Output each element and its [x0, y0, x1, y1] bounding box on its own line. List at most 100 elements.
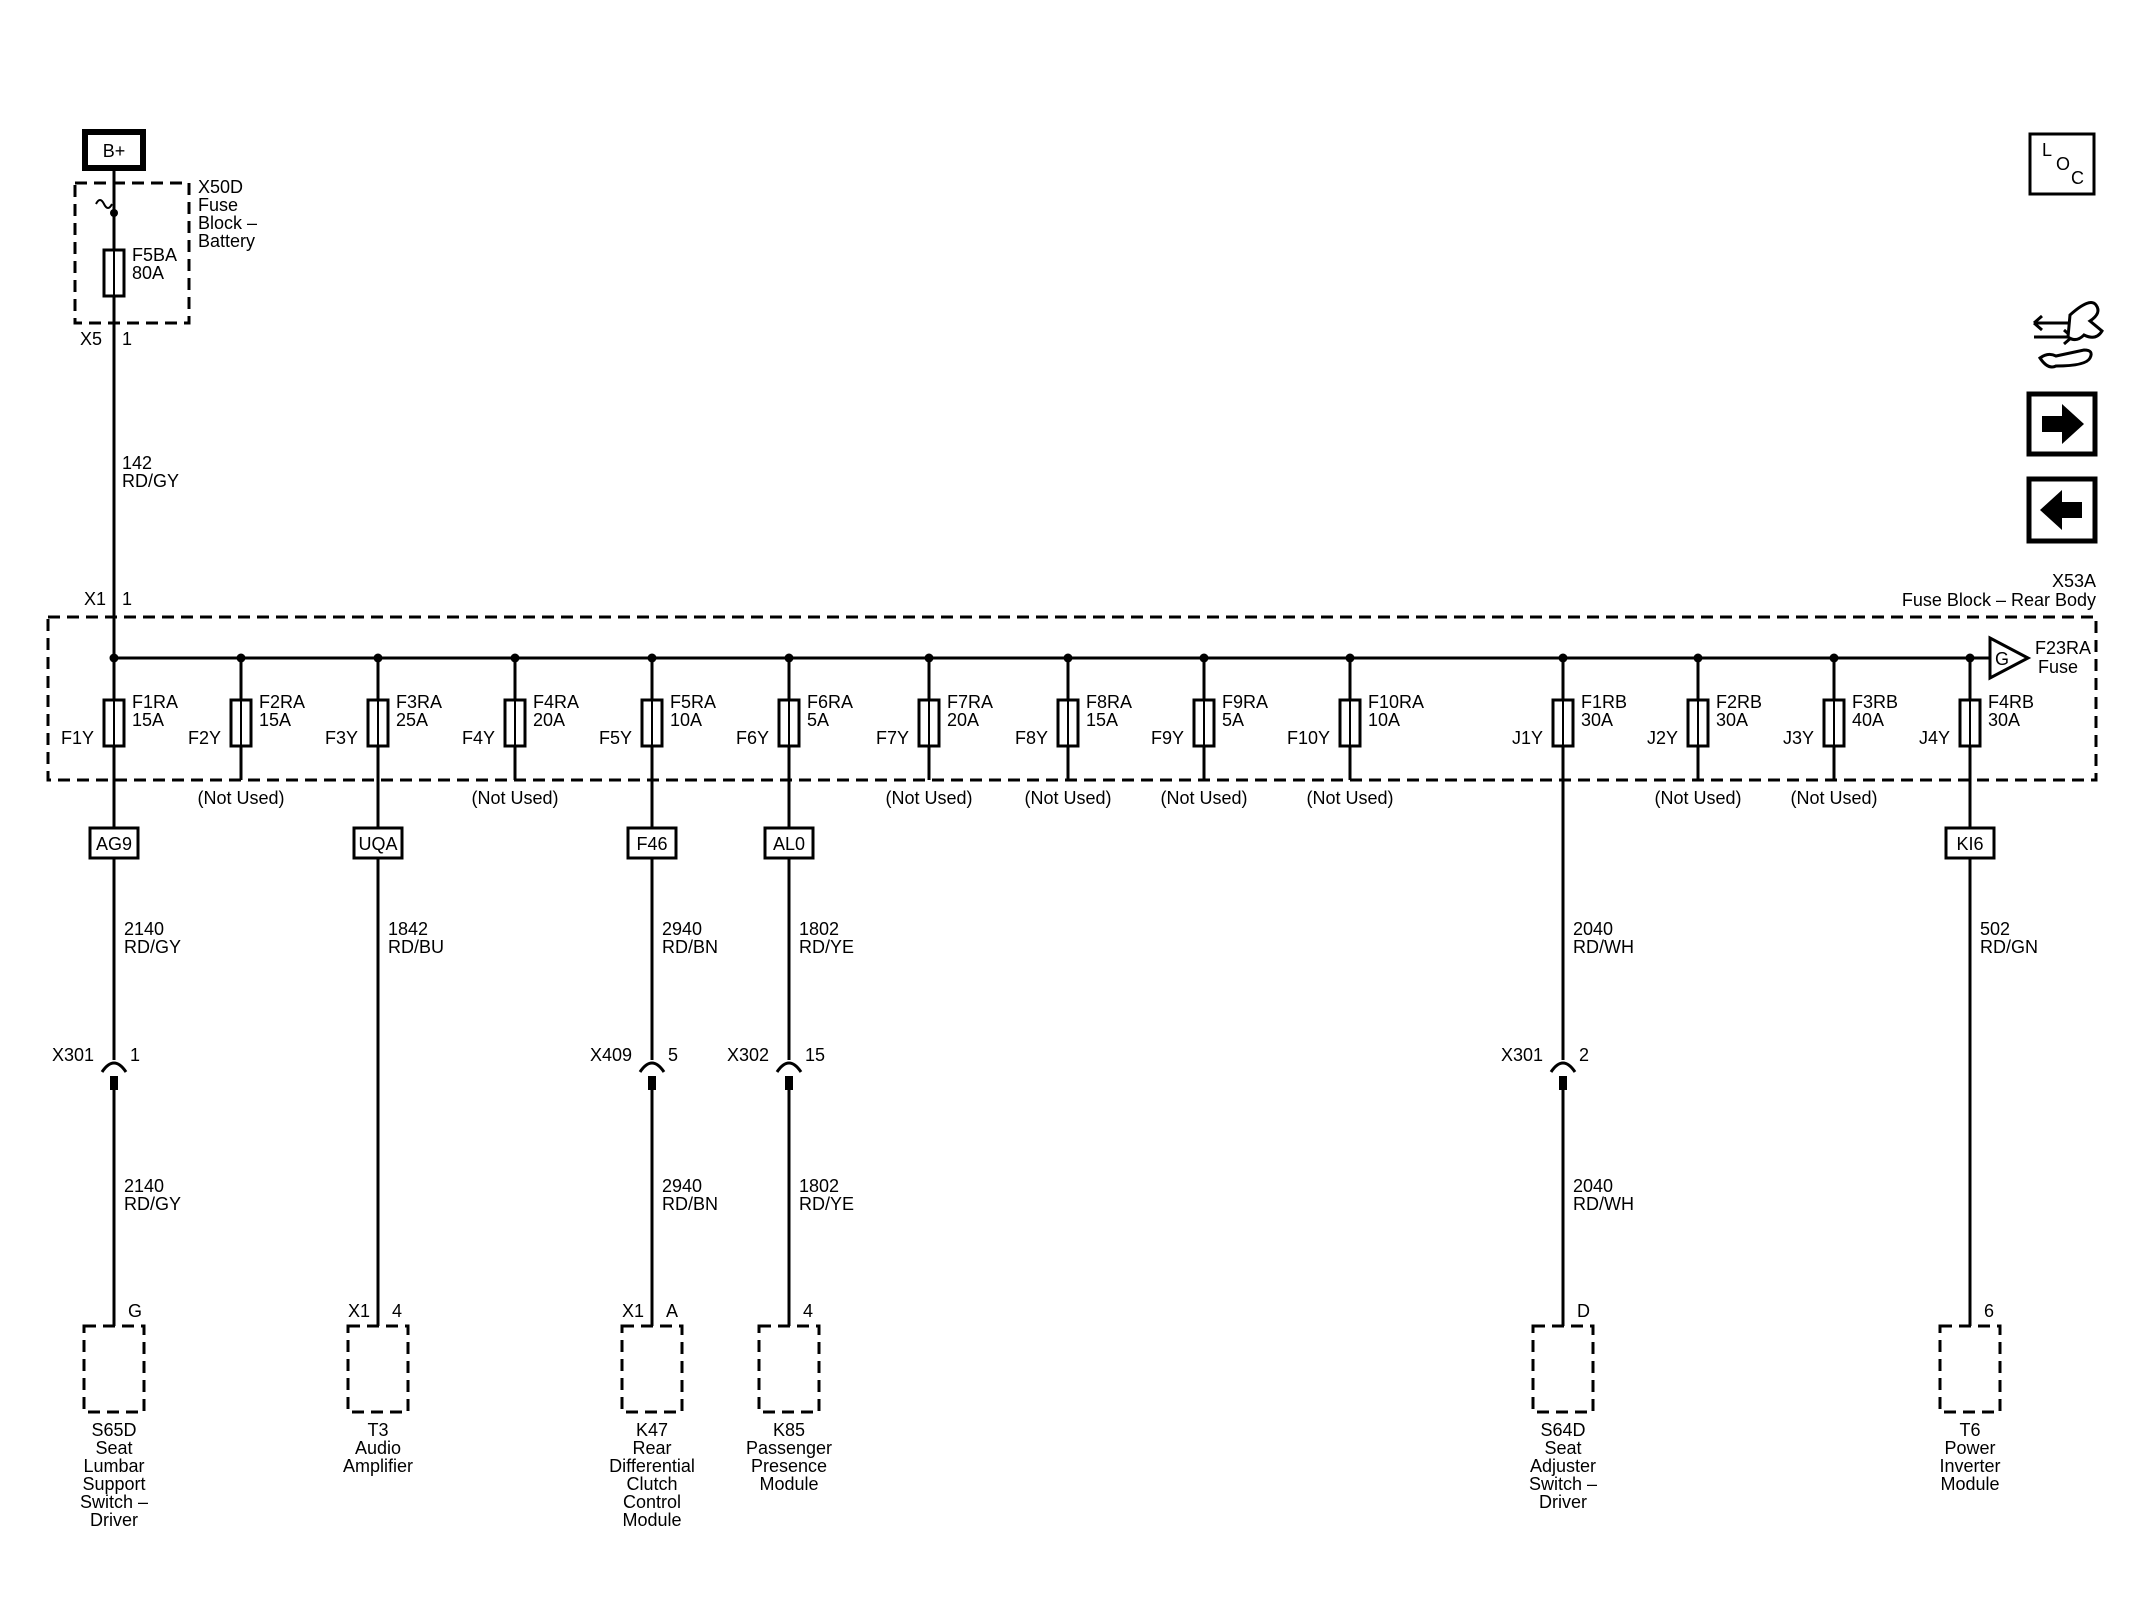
fuse-rating: 15A — [132, 710, 164, 730]
battery-source: B+ — [82, 129, 146, 171]
fuse-pin: J4Y — [1919, 728, 1950, 748]
loc-button[interactable]: L O C — [2028, 132, 2096, 196]
component-name-line: Switch – — [1529, 1474, 1597, 1494]
fuse-rating: 5A — [807, 710, 829, 730]
not-used-label: (Not Used) — [197, 788, 284, 808]
fuse-id: F4RA — [533, 692, 579, 712]
loc-letter-o: O — [2056, 154, 2070, 174]
fuse-id: F2RB — [1716, 692, 1762, 712]
fuse-rating: 15A — [259, 710, 291, 730]
fuse-pin: F9Y — [1151, 728, 1184, 748]
wire-color: RD/GN — [1980, 937, 2038, 957]
option-code: AL0 — [773, 834, 805, 854]
inline-connector-id: X409 — [590, 1045, 632, 1065]
rear-block-id: X53A — [2052, 571, 2096, 591]
inline-connector: X302 15 — [727, 1045, 825, 1090]
component-box — [346, 1324, 410, 1414]
component-name-line: Module — [1940, 1474, 1999, 1494]
component-name-line: Inverter — [1939, 1456, 2000, 1476]
arrows-wrench-icon[interactable] — [2033, 301, 2104, 369]
component-box — [620, 1324, 684, 1414]
fuse-block-battery: X50D Fuse Block – Battery F5BA 80A X5 1 — [73, 168, 257, 349]
fuse-pin: F6Y — [736, 728, 769, 748]
inline-connector-pin: 15 — [805, 1045, 825, 1065]
component-name-line: Module — [622, 1510, 681, 1530]
inline-connector-pin: 5 — [668, 1045, 678, 1065]
fuse-rating: 20A — [947, 710, 979, 730]
prev-page-button[interactable] — [2026, 476, 2098, 544]
fuse-id: F7RA — [947, 692, 993, 712]
wire-color: RD/BU — [388, 937, 444, 957]
feed-wire-circuit: 142 — [122, 453, 152, 473]
wire-circuit: 2940 — [662, 919, 702, 939]
component-name-line: Rear — [632, 1438, 671, 1458]
component-name-line: Presence — [751, 1456, 827, 1476]
loc-letter-c: C — [2071, 168, 2084, 188]
not-used-label: (Not Used) — [1654, 788, 1741, 808]
wire-circuit: 2040 — [1573, 1176, 1613, 1196]
rear-block-name: Fuse Block – Rear Body — [1902, 590, 2096, 610]
wire-circuit: 2040 — [1573, 919, 1613, 939]
arrow-left-icon — [2040, 490, 2082, 530]
option-code-box: KI6 — [1944, 826, 1996, 860]
fuse-pin: F10Y — [1287, 728, 1330, 748]
fuse-rating: 15A — [1086, 710, 1118, 730]
wire-color: RD/WH — [1573, 1194, 1634, 1214]
fuse-rating: 30A — [1581, 710, 1613, 730]
component-name-line: Audio — [355, 1438, 401, 1458]
component-name-line: Clutch — [626, 1474, 677, 1494]
component-name-line: Seat — [95, 1438, 132, 1458]
not-used-label: (Not Used) — [1024, 788, 1111, 808]
inline-connector-pin: 1 — [130, 1045, 140, 1065]
rear-block-pin: 1 — [122, 589, 132, 609]
wire-color: RD/WH — [1573, 937, 1634, 957]
fuse-id: F1RA — [132, 692, 178, 712]
next-page-button[interactable] — [2026, 391, 2098, 457]
wire-circuit: 2140 — [124, 919, 164, 939]
component-name-line: Differential — [609, 1456, 695, 1476]
component-name-line: K47 — [636, 1420, 668, 1440]
inline-connector-id: X301 — [1501, 1045, 1543, 1065]
component-name-line: S64D — [1540, 1420, 1585, 1440]
component-name-line: Passenger — [746, 1438, 832, 1458]
battery-label: B+ — [103, 141, 126, 161]
inline-connector-id: X301 — [52, 1045, 94, 1065]
fuse-id: F3RA — [396, 692, 442, 712]
option-code-box: F46 — [626, 826, 678, 860]
fuse-rating: 20A — [533, 710, 565, 730]
fuse-rating: 30A — [1716, 710, 1748, 730]
fuse-pin: J3Y — [1783, 728, 1814, 748]
fuse-pin: F1Y — [61, 728, 94, 748]
fuse-rating: 10A — [1368, 710, 1400, 730]
fuse-id: F3RB — [1852, 692, 1898, 712]
wire-color: RD/GY — [124, 937, 181, 957]
output-fuse-id: F23RA — [2035, 638, 2091, 658]
fuse-block-battery-line-1: X50D — [198, 177, 243, 197]
component-name-line: Adjuster — [1530, 1456, 1596, 1476]
component-name-line: Amplifier — [343, 1456, 413, 1476]
wire-circuit: 1802 — [799, 1176, 839, 1196]
wire-color: RD/BN — [662, 1194, 718, 1214]
component-name-line: Support — [82, 1474, 145, 1494]
inline-connector-id: X302 — [727, 1045, 769, 1065]
fuse-id: F10RA — [1368, 692, 1424, 712]
fuse-id: F9RA — [1222, 692, 1268, 712]
component-name-line: Seat — [1544, 1438, 1581, 1458]
end-connector-pin: G — [128, 1301, 142, 1321]
fuse-pin: F4Y — [462, 728, 495, 748]
component-box — [1938, 1324, 2002, 1414]
fuse-f5ba-rating: 80A — [132, 263, 164, 283]
